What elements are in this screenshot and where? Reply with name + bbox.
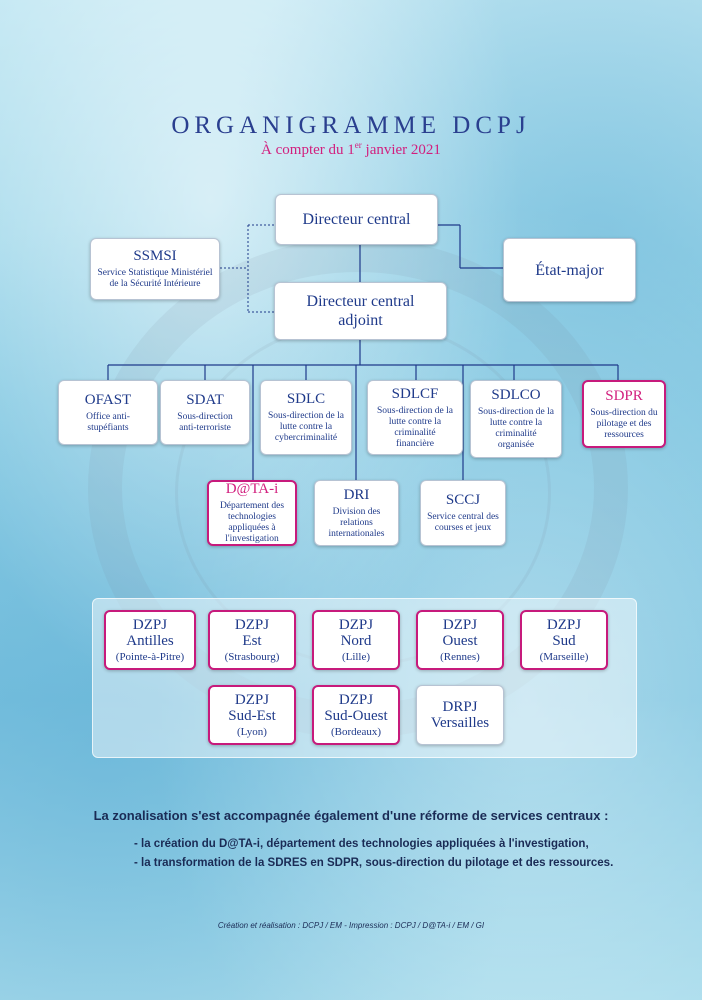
zone-nord-name: DZPJ <box>338 616 374 633</box>
subdir-sdlcf-name: SDLCF <box>391 385 439 402</box>
directeur-central-box: Directeur central <box>275 194 438 245</box>
subdir-sdlco: SDLCO Sous-direction de la lutte contre … <box>470 380 562 458</box>
directeur-adjoint-box: Directeur central adjoint <box>274 282 447 340</box>
credit-line: Création et réalisation : DCPJ / EM - Im… <box>217 921 485 930</box>
zone-sud-est-city: (Lyon) <box>237 725 267 738</box>
second-dri: DRI Division des relations international… <box>314 480 399 546</box>
zone-sud-est-region: Sud-Est <box>228 707 276 724</box>
subdir-sdlco-desc: Sous-direction de la lutte contre la cri… <box>478 407 554 450</box>
subdir-sdpr-desc: Sous-direction du pilotage et des ressou… <box>590 407 658 440</box>
zone-ouest: DZPJ Ouest (Rennes) <box>416 610 504 670</box>
zone-sud-ouest-city: (Bordeaux) <box>330 725 382 738</box>
second-sccj: SCCJ Service central des courses et jeux <box>420 480 506 546</box>
subdir-sdlc-desc: Sous-direction de la lutte contre la cyb… <box>268 411 344 443</box>
ssmsi-box: SSMSI Service Statistique Ministériel de… <box>90 238 220 300</box>
subdir-sdpr-name: SDPR <box>605 387 643 404</box>
subdir-sdat-name: SDAT <box>186 391 224 408</box>
zone-nord-region: Nord <box>340 632 372 649</box>
subdir-sdlc-name: SDLC <box>286 391 326 407</box>
zone-sud: DZPJ Sud (Marseille) <box>520 610 608 670</box>
ssmsi-desc: Service Statistique Ministériel de la Sé… <box>97 268 213 289</box>
zone-versailles: DRPJ Versailles <box>416 685 504 745</box>
zone-est: DZPJ Est (Strasbourg) <box>208 610 296 670</box>
page-subtitle: À compter du 1er janvier 2021 <box>261 140 441 158</box>
zone-antilles-city: (Pointe-à-Pitre) <box>115 650 185 663</box>
second-data-i: D@TA-i Département des technologies appl… <box>207 480 297 546</box>
second-dri-name: DRI <box>343 486 370 503</box>
subdir-ofast-name: OFAST <box>84 391 132 408</box>
zone-nord: DZPJ Nord (Lille) <box>312 610 400 670</box>
ssmsi-name: SSMSI <box>133 248 177 264</box>
zone-est-region: Est <box>242 632 262 649</box>
zone-sud-ouest-name: DZPJ <box>338 691 374 708</box>
etat-major-box: État-major <box>503 238 636 302</box>
subdir-ofast-desc: Office anti-stupéfiants <box>86 411 130 433</box>
subdir-sdlc: SDLC Sous-direction de la lutte contre l… <box>260 380 352 455</box>
second-sccj-name: SCCJ <box>445 492 481 508</box>
subdir-sdat-desc: Sous-direction anti-terroriste <box>177 411 233 433</box>
subdir-ofast: OFAST Office anti-stupéfiants <box>58 380 158 445</box>
zone-ouest-name: DZPJ <box>442 616 478 633</box>
zone-antilles-name: DZPJ <box>132 616 168 633</box>
subdir-sdat: SDAT Sous-direction anti-terroriste <box>160 380 250 445</box>
zone-sud-city: (Marseille) <box>539 650 589 663</box>
subdir-sdlcf: SDLCF Sous-direction de la lutte contre … <box>367 380 463 455</box>
zone-sud-est-name: DZPJ <box>234 691 270 708</box>
etat-major-label: État-major <box>535 261 604 279</box>
page-title: ORGANIGRAMME DCPJ <box>171 112 531 139</box>
subdir-sdlcf-desc: Sous-direction de la lutte contre la cri… <box>377 405 453 449</box>
directeur-adjoint-label: Directeur central adjoint <box>306 293 415 329</box>
zone-ouest-city: (Rennes) <box>440 650 480 663</box>
second-data-i-desc: Département des technologies appliquées … <box>219 501 285 544</box>
second-sccj-desc: Service central des courses et jeux <box>427 512 499 533</box>
second-data-i-name: D@TA-i <box>225 481 279 497</box>
zone-antilles-region: Antilles <box>126 632 174 649</box>
second-dri-desc: Division des relations internationales <box>328 506 385 539</box>
zone-ouest-region: Ouest <box>442 632 478 649</box>
reform-item-2: - la transformation de la SDRES en SDPR,… <box>134 857 614 869</box>
subdir-sdpr: SDPR Sous-direction du pilotage et des r… <box>582 380 666 448</box>
zone-sud-name: DZPJ <box>546 616 582 633</box>
reform-item-1: - la création du D@TA-i, département des… <box>134 838 589 850</box>
zone-sud-ouest-region: Sud-Ouest <box>324 707 388 724</box>
zone-sud-region: Sud <box>552 632 576 649</box>
zone-est-name: DZPJ <box>234 616 270 633</box>
subdir-sdlco-name: SDLCO <box>491 387 541 403</box>
zone-versailles-name: DRPJ <box>442 699 478 715</box>
zone-sud-est: DZPJ Sud-Est (Lyon) <box>208 685 296 745</box>
zone-est-city: (Strasbourg) <box>224 650 280 663</box>
zone-sud-ouest: DZPJ Sud-Ouest (Bordeaux) <box>312 685 400 745</box>
zone-antilles: DZPJ Antilles (Pointe-à-Pitre) <box>104 610 196 670</box>
zone-versailles-region: Versailles <box>430 715 490 731</box>
directeur-central-label: Directeur central <box>302 211 411 228</box>
zone-nord-city: (Lille) <box>341 650 371 663</box>
reform-heading: La zonalisation s'est accompagnée égalem… <box>93 808 609 823</box>
